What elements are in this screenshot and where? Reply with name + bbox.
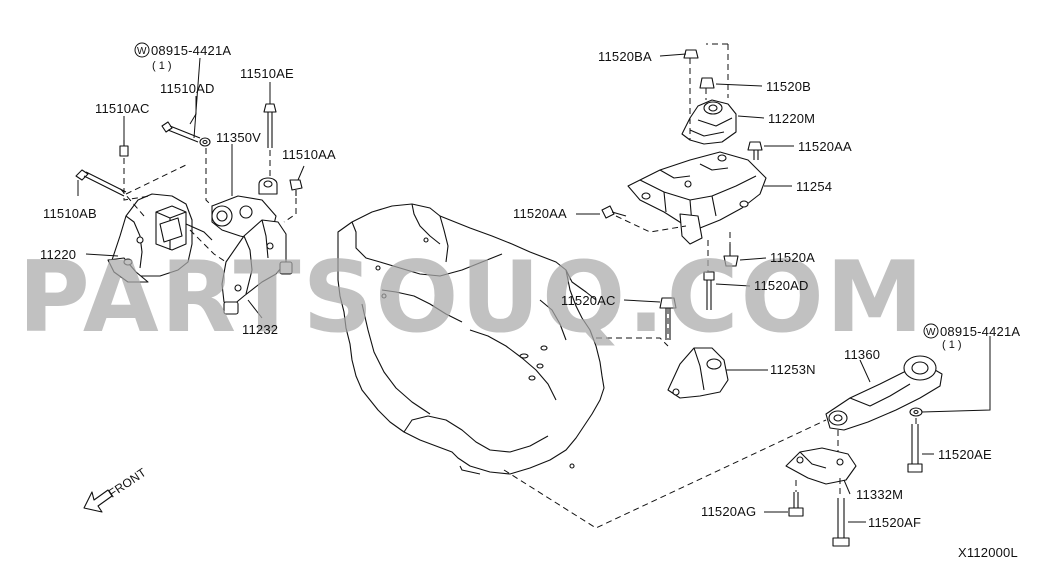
washer-symbol-right-icon: W bbox=[923, 323, 939, 339]
callout-11520A: 11520A bbox=[770, 250, 815, 265]
front-arrow-icon: FRONT bbox=[83, 465, 149, 513]
right-upper-guide-lines bbox=[615, 43, 731, 272]
callout-11220: 11220 bbox=[40, 247, 76, 262]
callout-11220M: 11220M bbox=[768, 111, 815, 126]
bracket-11254-drawing bbox=[601, 141, 767, 310]
bracket-11332M-drawing bbox=[785, 447, 857, 547]
callout-11520AA-mid: 11520AA bbox=[513, 206, 567, 221]
callout-11232: 11232 bbox=[242, 322, 278, 337]
washer-symbol-icon: W bbox=[134, 42, 150, 58]
callout-11254: 11254 bbox=[796, 179, 832, 194]
leader-lines bbox=[77, 53, 991, 523]
callout-11510AC: 11510AC bbox=[95, 101, 150, 116]
callout-11520AF: 11520AF bbox=[868, 515, 921, 530]
callout-11520BA: 11520BA bbox=[598, 49, 652, 64]
callout-11510AD: 11510AD bbox=[160, 81, 215, 96]
callout-11253N: 11253N bbox=[770, 362, 816, 377]
lower-guide-lines bbox=[503, 308, 917, 529]
callout-11510AA-left: 11510AA bbox=[282, 147, 336, 162]
callout-11520AE: 11520AE bbox=[938, 447, 992, 462]
callout-w-left: 08915-4421A bbox=[151, 43, 231, 58]
callout-11520AC: 11520AC bbox=[561, 293, 616, 308]
engine-block-drawing bbox=[337, 203, 605, 475]
callout-labels: W 08915-4421A ( 1 ) 11510AD 11510AE 1151… bbox=[40, 42, 1020, 560]
callout-w-right-qty: ( 1 ) bbox=[942, 339, 962, 351]
mount-11220-drawing bbox=[107, 193, 213, 283]
callout-11510AE: 11510AE bbox=[240, 66, 294, 81]
svg-text:W: W bbox=[137, 46, 147, 57]
mount-11220M-drawing bbox=[681, 49, 737, 145]
bracket-11350V-11232-drawing bbox=[211, 177, 293, 315]
callout-11350V: 11350V bbox=[216, 130, 261, 145]
callout-11520B: 11520B bbox=[766, 79, 811, 94]
watermark-text: PARTSOUQ.COM bbox=[18, 241, 925, 355]
left-fasteners-drawing bbox=[75, 103, 303, 197]
left-guide-lines bbox=[117, 148, 297, 263]
svg-text:W: W bbox=[926, 327, 936, 338]
diagram-code: X112000L bbox=[958, 545, 1018, 560]
callout-w-left-qty: ( 1 ) bbox=[152, 60, 172, 72]
callout-11360: 11360 bbox=[844, 347, 880, 362]
callout-11332M: 11332M bbox=[856, 487, 903, 502]
callout-11520AA-right: 11520AA bbox=[798, 139, 852, 154]
callout-11520AG: 11520AG bbox=[701, 504, 756, 519]
front-label: FRONT bbox=[106, 465, 149, 501]
callout-11520AD: 11520AD bbox=[754, 278, 809, 293]
callout-w-right: 08915-4421A bbox=[940, 324, 1020, 339]
torque-rod-11360-drawing bbox=[825, 355, 943, 473]
callout-11510AB: 11510AB bbox=[43, 206, 97, 221]
